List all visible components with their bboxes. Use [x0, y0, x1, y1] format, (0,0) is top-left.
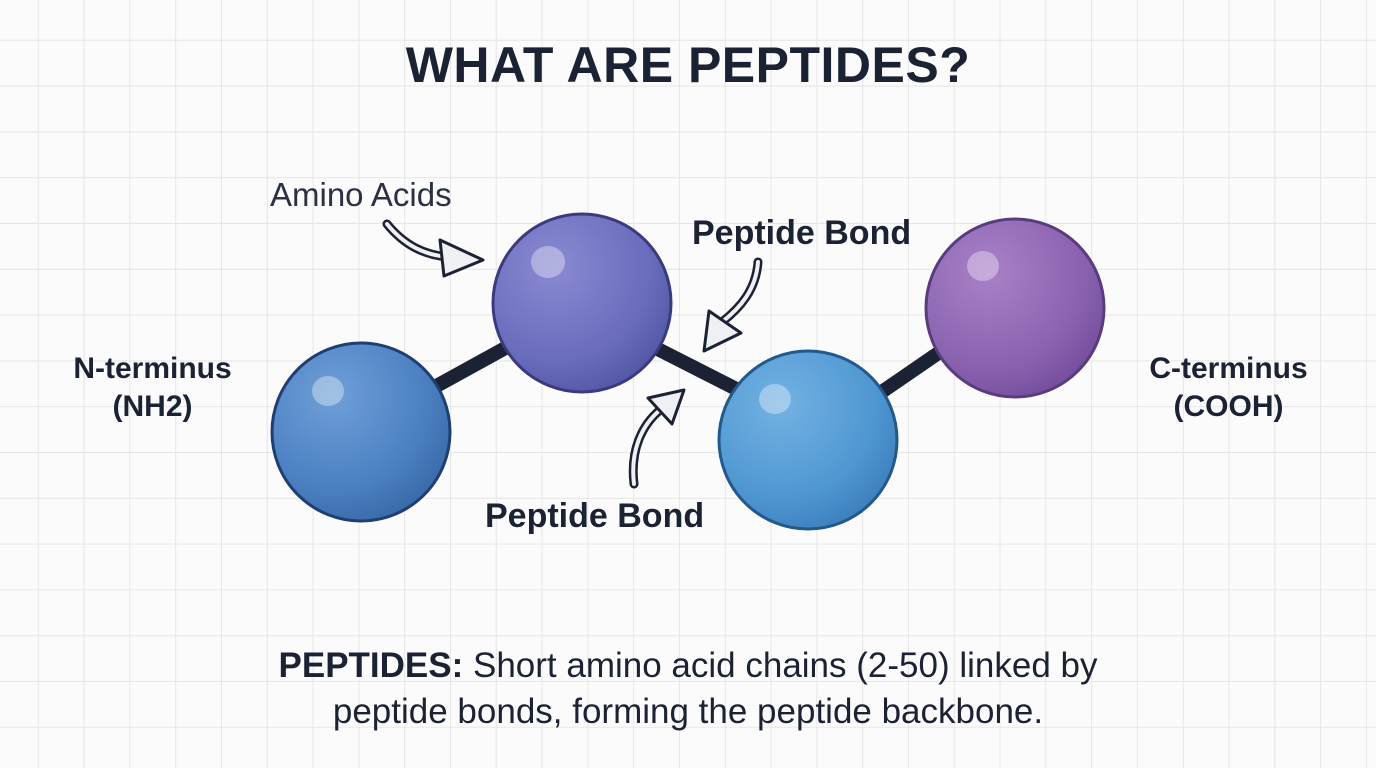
page-title: WHAT ARE PEPTIDES?	[405, 37, 971, 93]
n-terminus-label: N-terminus (NH2)	[40, 350, 265, 426]
definition-caption: PEPTIDES: Short amino acid chains (2-50)…	[0, 643, 1376, 735]
caption-lead: PEPTIDES:	[278, 646, 464, 685]
caption-line1: PEPTIDES: Short amino acid chains (2-50)…	[0, 643, 1376, 689]
amino-acid-sphere-1	[270, 341, 452, 523]
c-terminus-line2: (COOH)	[1173, 390, 1284, 423]
n-terminus-line1: N-terminus	[73, 352, 232, 385]
arrow-peptide-bond-bottom-icon	[628, 388, 686, 489]
amino-acids-label: Amino Acids	[270, 176, 452, 213]
arrow-amino-acids-icon	[382, 219, 485, 278]
caption-line2: peptide bonds, forming the peptide backb…	[332, 692, 1044, 731]
peptide-bond-label-top: Peptide Bond	[692, 214, 912, 252]
n-terminus-line2: (NH2)	[112, 390, 193, 423]
c-terminus-line1: C-terminus	[1149, 352, 1308, 385]
arrow-peptide-bond-top-icon	[702, 257, 763, 353]
caption-line1-rest: Short amino acid chains (2-50) linked by	[463, 646, 1098, 685]
c-terminus-label: C-terminus (COOH)	[1116, 350, 1341, 426]
amino-acid-sphere-3	[717, 349, 899, 531]
peptide-bond-label-bottom: Peptide Bond	[485, 497, 705, 535]
amino-acid-sphere-2	[491, 212, 673, 394]
amino-acid-sphere-4	[924, 217, 1106, 399]
